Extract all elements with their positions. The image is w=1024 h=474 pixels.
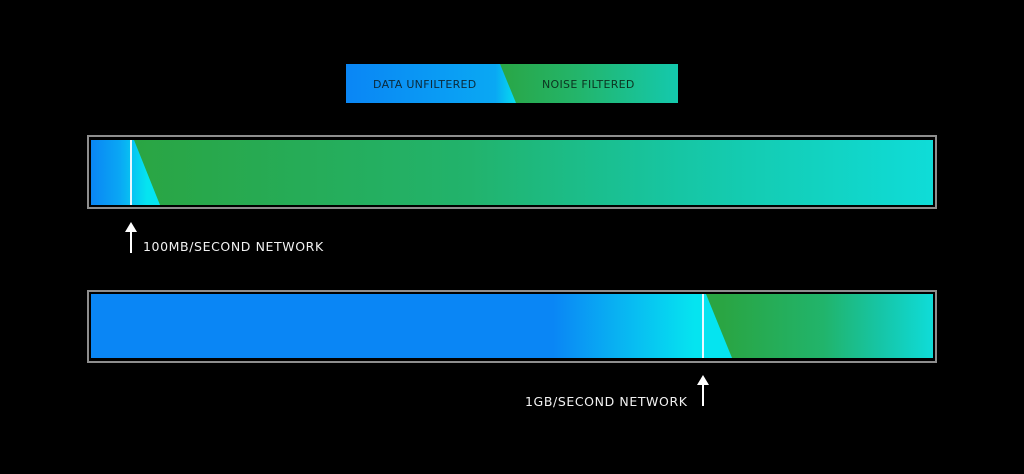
legend-swatch-filtered — [500, 64, 678, 103]
bar-100mb-fill — [91, 140, 933, 205]
bar-100mb-filtered-segment — [134, 140, 933, 205]
bar-1gb-unfiltered-segment — [91, 294, 733, 358]
bar-1gb-threshold-marker — [702, 294, 704, 358]
bar-1gb-fill — [91, 294, 933, 358]
arrow-up-icon — [125, 222, 137, 253]
bar-100mb-label: 100MB/SECOND NETWORK — [143, 239, 324, 254]
legend-label-unfiltered: DATA UNFILTERED — [373, 78, 477, 91]
arrow-up-icon — [697, 375, 709, 406]
legend: DATA UNFILTERED NOISE FILTERED — [346, 64, 678, 103]
bar-1gb-label: 1GB/SECOND NETWORK — [525, 394, 688, 409]
bar-1gb-filtered-segment — [706, 294, 933, 358]
legend-label-filtered: NOISE FILTERED — [542, 78, 635, 91]
bar-100mb-threshold-marker — [130, 140, 132, 205]
